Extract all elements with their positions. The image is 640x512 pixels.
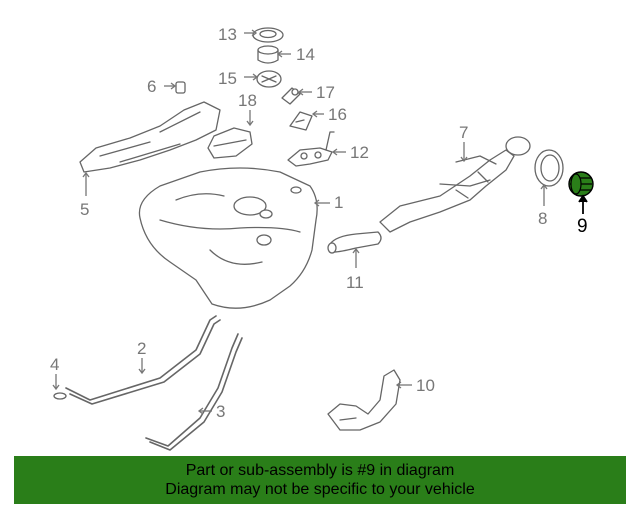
callout-18[interactable]: 18 [238, 91, 257, 110]
part-18-sender[interactable] [207, 127, 253, 159]
callout-1[interactable]: 1 [334, 193, 343, 212]
part-7-filler-neck[interactable] [379, 136, 531, 233]
part-15-gasket[interactable] [256, 70, 282, 88]
part-6-plug[interactable] [175, 81, 186, 94]
part-16-bracket[interactable] [289, 111, 313, 131]
exploded-parts-diagram: 13 14 15 6 17 18 16 12 5 1 7 8 9 11 2 4 … [50, 25, 594, 451]
part-12-pump[interactable] [287, 131, 335, 167]
callout-9[interactable]: 9 [577, 216, 588, 237]
part-1-fuel-tank[interactable] [138, 167, 318, 309]
callout-15[interactable]: 15 [218, 69, 237, 88]
part-17-valve[interactable] [281, 87, 301, 105]
part-9-gas-cap[interactable] [568, 171, 594, 197]
part-14-cap[interactable] [257, 45, 279, 64]
callout-11[interactable]: 11 [346, 273, 364, 292]
banner-line-disclaimer: Diagram may not be specific to your vehi… [165, 481, 475, 498]
callout-4[interactable]: 4 [50, 355, 59, 374]
part-4-bolt[interactable] [53, 392, 67, 400]
part-2-strap[interactable] [65, 315, 221, 405]
part-3-strap[interactable] [145, 333, 243, 451]
callout-12[interactable]: 12 [350, 143, 369, 162]
callout-17[interactable]: 17 [316, 83, 335, 102]
callout-13[interactable]: 13 [218, 25, 237, 44]
callout-labels: 13 14 15 6 17 18 16 12 5 1 7 8 9 11 2 4 … [50, 25, 588, 421]
banner-line-part: Part or sub-assembly is #9 in diagram [185, 462, 455, 479]
part-10-bracket[interactable] [327, 369, 401, 431]
callout-16[interactable]: 16 [328, 105, 347, 124]
callout-10[interactable]: 10 [416, 376, 435, 395]
part-5-heat-shield[interactable] [79, 101, 221, 173]
callout-2[interactable]: 2 [137, 339, 146, 358]
callout-7[interactable]: 7 [459, 123, 468, 142]
callout-3[interactable]: 3 [216, 402, 225, 421]
callout-6[interactable]: 6 [147, 77, 156, 96]
part-8-ring[interactable] [534, 149, 564, 187]
callout-8[interactable]: 8 [538, 209, 547, 228]
callout-14[interactable]: 14 [296, 45, 315, 64]
part-11-hose[interactable] [327, 231, 382, 254]
part-13-ring[interactable] [252, 27, 284, 43]
callout-leaders [52, 29, 588, 415]
info-banner: Part or sub-assembly is #9 in diagram Di… [14, 456, 626, 504]
callout-5[interactable]: 5 [80, 200, 89, 219]
